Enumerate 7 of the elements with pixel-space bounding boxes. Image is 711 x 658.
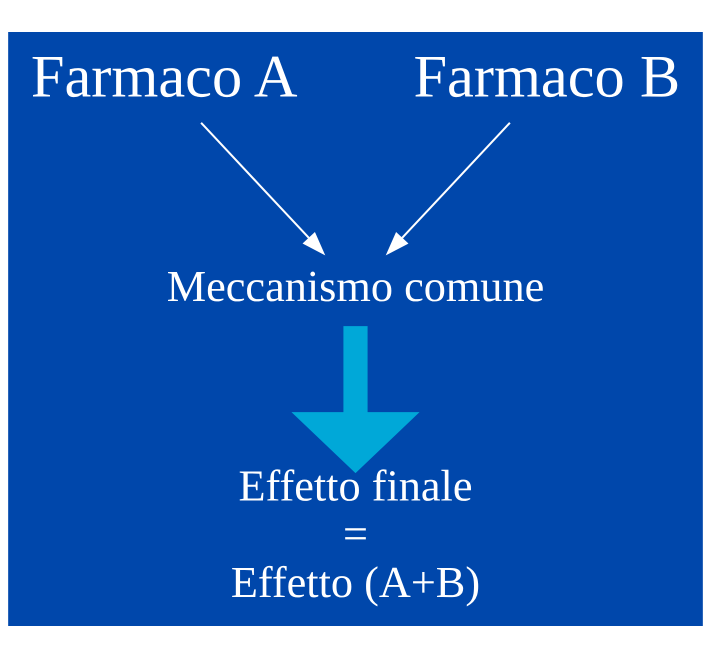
node-text: Farmaco B bbox=[413, 43, 680, 110]
arrow bbox=[291, 326, 420, 474]
node-text: Meccanismo comune bbox=[166, 262, 544, 312]
arrow bbox=[386, 122, 511, 256]
node-text: Farmaco A bbox=[30, 43, 298, 110]
arrow bbox=[200, 122, 326, 256]
node-text: Effetto finale = Effetto (A+B) bbox=[230, 461, 480, 608]
